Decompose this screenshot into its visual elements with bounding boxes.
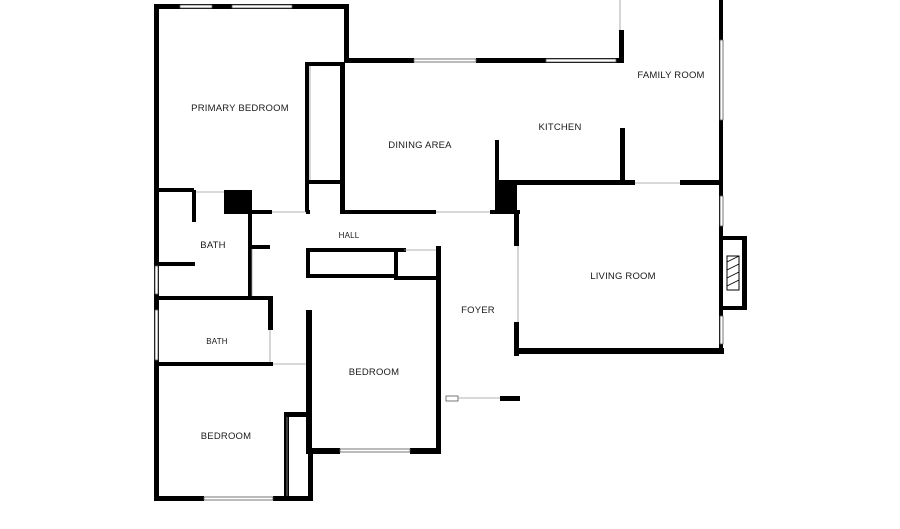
label-dining-area: DINING AREA	[388, 140, 452, 151]
label-kitchen: KITCHEN	[538, 122, 581, 133]
room-labels: PRIMARY BEDROOM DINING AREA KITCHEN FAMI…	[191, 70, 704, 442]
label-bedroom-center: BEDROOM	[349, 367, 400, 378]
windows	[154, 4, 724, 501]
label-primary-bedroom: PRIMARY BEDROOM	[191, 103, 289, 114]
label-bedroom-left: BEDROOM	[201, 431, 252, 442]
label-bath-upper: BATH	[200, 240, 225, 251]
doors	[196, 0, 680, 496]
label-family-room: FAMILY ROOM	[637, 70, 704, 81]
label-bath-lower: BATH	[206, 337, 228, 346]
fireplace	[723, 240, 742, 306]
label-hall: HALL	[339, 231, 360, 240]
label-foyer: FOYER	[461, 305, 495, 316]
label-living-room: LIVING ROOM	[590, 271, 656, 282]
